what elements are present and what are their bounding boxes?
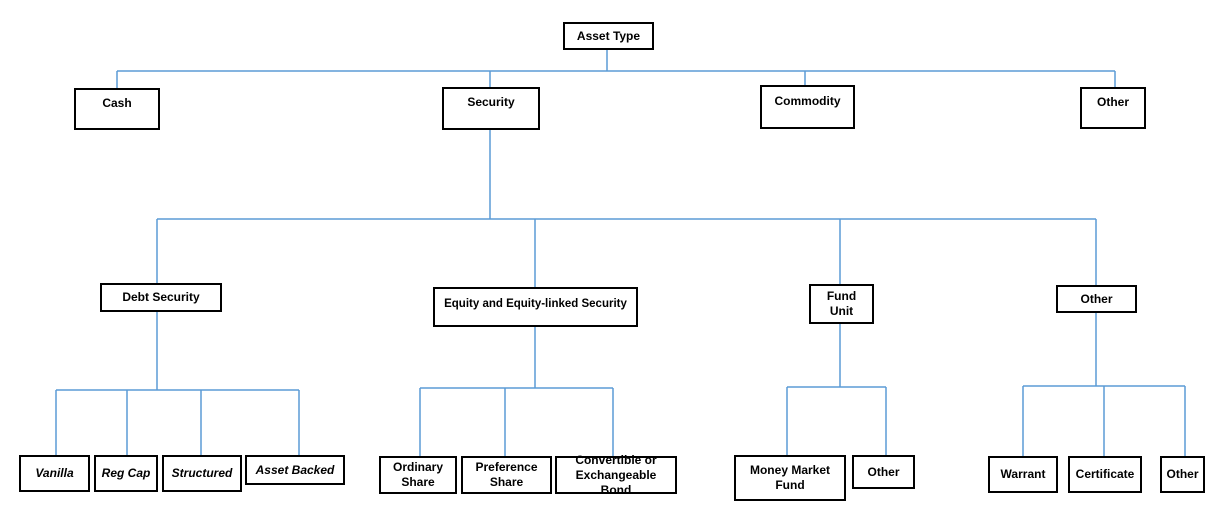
- connector-other-security-children: [1022, 313, 1186, 456]
- node-ordinary-share: Ordinary Share: [379, 456, 457, 494]
- node-other-level3: Other: [1160, 456, 1205, 493]
- node-vanilla: Vanilla: [19, 455, 90, 492]
- node-structured: Structured: [162, 455, 242, 492]
- node-preference-share: Preference Share: [461, 456, 552, 494]
- node-other-security: Other: [1056, 285, 1137, 313]
- node-other-fund: Other: [852, 455, 915, 489]
- node-equity-and-equity-linked-security: Equity and Equity-linked Security: [433, 287, 638, 327]
- node-cash: Cash: [74, 88, 160, 130]
- node-certificate: Certificate: [1068, 456, 1142, 493]
- node-security: Security: [442, 87, 540, 130]
- node-money-market-fund: Money Market Fund: [734, 455, 846, 501]
- node-debt-security: Debt Security: [100, 283, 222, 312]
- node-fund-unit: Fund Unit: [809, 284, 874, 324]
- node-reg-cap: Reg Cap: [94, 455, 158, 492]
- connector-debt-security-children: [55, 312, 300, 455]
- node-asset-type: Asset Type: [563, 22, 654, 50]
- node-asset-backed: Asset Backed: [245, 455, 345, 485]
- node-warrant: Warrant: [988, 456, 1058, 493]
- node-convertible-or-exchangeable-bond: Convertible or Exchangeable Bond: [555, 453, 677, 497]
- connector-fund-unit-children: [786, 324, 887, 455]
- node-other-level1: Other: [1080, 87, 1146, 129]
- connector-equity-children: [419, 327, 614, 456]
- connector-security-to-level2: [156, 130, 1097, 287]
- connector-asset-type-to-level1: [116, 50, 1116, 88]
- connectors-group: [55, 50, 1186, 456]
- node-commodity: Commodity: [760, 85, 855, 129]
